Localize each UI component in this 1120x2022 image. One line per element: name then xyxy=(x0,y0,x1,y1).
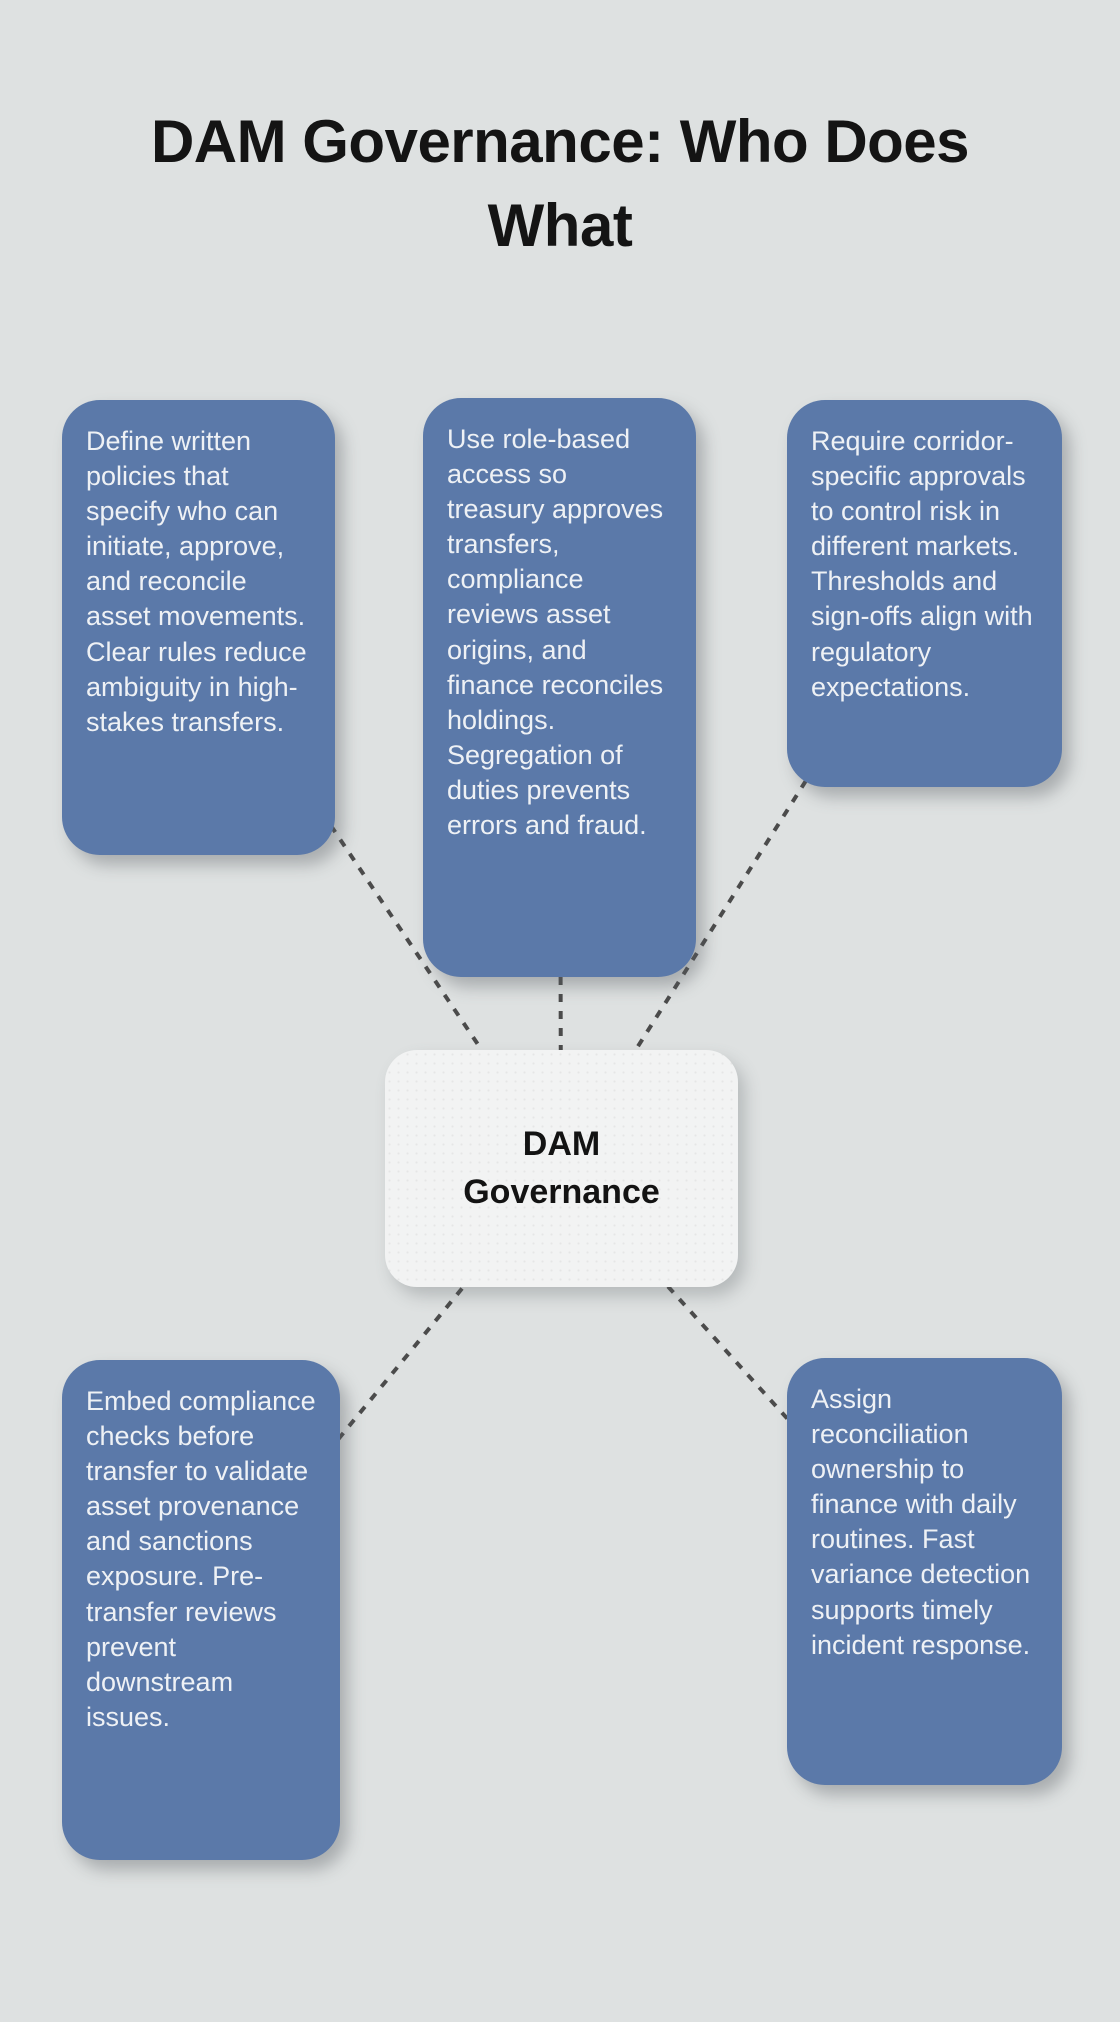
node-policies: Define written policies that specify who… xyxy=(62,400,335,855)
diagram-title: DAM Governance: Who Does What xyxy=(150,108,970,259)
node-approvals: Require corridor-specific approvals to c… xyxy=(787,400,1062,787)
node-reconciliation: Assign reconciliation ownership to finan… xyxy=(787,1358,1062,1785)
node-compliance: Embed compliance checks before transfer … xyxy=(62,1360,340,1860)
node-policies-text: Define written policies that specify who… xyxy=(86,426,307,737)
center-node-label: DAM Governance xyxy=(463,1124,660,1211)
node-reconciliation-text: Assign reconciliation ownership to finan… xyxy=(811,1384,1031,1660)
center-node: DAM Governance xyxy=(385,1050,738,1287)
node-role-access: Use role-based access so treasury approv… xyxy=(423,398,696,977)
node-approvals-text: Require corridor-specific approvals to c… xyxy=(811,426,1033,702)
node-compliance-text: Embed compliance checks before transfer … xyxy=(86,1386,316,1732)
node-role-access-text: Use role-based access so treasury approv… xyxy=(447,424,664,841)
